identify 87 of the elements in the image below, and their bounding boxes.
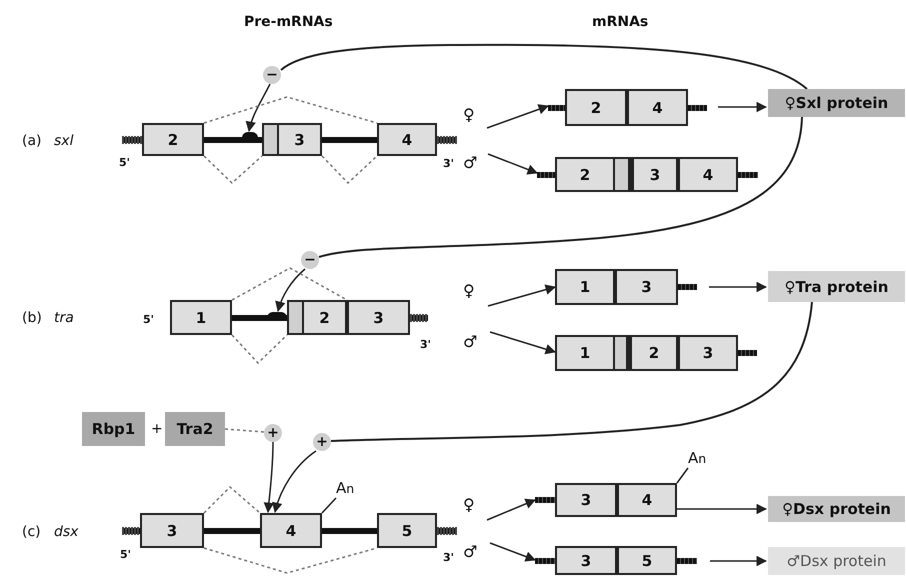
mrna-strand bbox=[535, 483, 677, 517]
arrow bbox=[246, 84, 271, 132]
end-label: 3' bbox=[443, 156, 454, 172]
arrow bbox=[272, 450, 316, 514]
regulation-curve bbox=[318, 116, 803, 258]
leader-line bbox=[321, 497, 337, 514]
exon-segment: 1 bbox=[555, 269, 615, 305]
protein-label: Tra2 bbox=[165, 412, 225, 446]
arrow bbox=[486, 104, 549, 129]
male-symbol: ♂ bbox=[463, 334, 478, 350]
exon-box: 1 bbox=[170, 300, 232, 335]
male-symbol: ♂ bbox=[463, 155, 478, 171]
splice-line bbox=[204, 96, 378, 124]
arrow bbox=[490, 542, 536, 562]
regulator-sign: − bbox=[301, 251, 319, 269]
mrna-strand bbox=[555, 269, 697, 305]
mrna-strand bbox=[555, 335, 757, 371]
regulator-sign: − bbox=[263, 66, 281, 84]
end-label: 5' bbox=[119, 155, 130, 171]
gene-name: tra bbox=[54, 310, 74, 326]
protein-label: Rbp1 bbox=[82, 412, 145, 446]
protein-label: ♀Dsx protein bbox=[768, 496, 905, 522]
exon-segment: 2 bbox=[555, 157, 615, 192]
exon-box: 4 bbox=[260, 513, 322, 548]
panel-letter: (b) bbox=[22, 310, 42, 326]
panel-letter: (c) bbox=[22, 524, 41, 540]
splice-line bbox=[203, 155, 262, 184]
end-label: 3' bbox=[420, 337, 432, 353]
end-label: 5' bbox=[143, 312, 154, 328]
column-heading: mRNAs bbox=[592, 14, 648, 30]
female-symbol: ♀ bbox=[463, 107, 475, 123]
female-symbol: ♀ bbox=[463, 283, 475, 299]
mrna-strand bbox=[548, 89, 707, 126]
exon-segment: 4 bbox=[627, 89, 688, 126]
plus-sign: + bbox=[151, 421, 163, 437]
protein-label: ♀Sxl protein bbox=[768, 89, 905, 117]
arrow bbox=[488, 284, 556, 307]
exon-box: 2 bbox=[287, 300, 347, 335]
splice-line bbox=[232, 267, 348, 301]
female-symbol: ♀ bbox=[463, 497, 475, 513]
mrna-strand bbox=[535, 546, 697, 575]
exon-box: 4 bbox=[377, 123, 437, 156]
arrow bbox=[677, 504, 768, 514]
regulation-curve bbox=[280, 44, 808, 90]
splice-line bbox=[203, 486, 260, 514]
arrow bbox=[486, 498, 536, 521]
exon-box: 3 bbox=[262, 123, 322, 156]
protein-label: ♀Tra protein bbox=[768, 271, 905, 302]
arrow bbox=[488, 153, 538, 174]
panel-letter: (a) bbox=[22, 133, 42, 149]
male-symbol: ♂ bbox=[463, 544, 478, 560]
exon-segment: 4 bbox=[617, 483, 677, 517]
exon-segment: 5 bbox=[617, 546, 677, 575]
protein-label: ♂Dsx protein bbox=[768, 547, 905, 575]
exon-segment: 1 bbox=[555, 335, 615, 371]
exon-box: 2 bbox=[142, 123, 204, 156]
regulator-sign: + bbox=[264, 424, 282, 442]
exon-box: 5 bbox=[377, 513, 437, 548]
regulator-sign: + bbox=[313, 433, 331, 451]
exon-segment: 3 bbox=[555, 483, 617, 517]
end-label: 5' bbox=[120, 547, 132, 563]
exon-segment: 4 bbox=[678, 157, 738, 192]
exon-segment: 2 bbox=[565, 89, 627, 126]
gene-name: sxl bbox=[54, 133, 74, 149]
end-label: 3' bbox=[443, 550, 454, 566]
exon-segment: 3 bbox=[615, 269, 678, 305]
exon-segment: 2 bbox=[630, 335, 678, 371]
leader-line bbox=[676, 468, 689, 484]
column-heading: Pre-mRNAs bbox=[244, 14, 333, 30]
arrow bbox=[710, 556, 768, 566]
connector-line bbox=[224, 428, 264, 433]
mrna-strand bbox=[537, 157, 758, 192]
arrow bbox=[709, 282, 768, 292]
arrow bbox=[490, 331, 556, 354]
exon-segment: 3 bbox=[555, 546, 617, 575]
arrow bbox=[276, 268, 306, 312]
exon-segment: 3 bbox=[632, 157, 678, 192]
exon-segment: 3 bbox=[678, 335, 738, 371]
regulation-curve bbox=[330, 302, 813, 442]
binding-site bbox=[242, 132, 258, 140]
gene-name: dsx bbox=[54, 524, 78, 540]
arrow bbox=[264, 442, 274, 514]
arrow bbox=[718, 102, 768, 112]
exon-box: 3 bbox=[140, 513, 204, 548]
splice-line bbox=[231, 334, 288, 364]
splice-line bbox=[321, 155, 378, 184]
exon-box: 3 bbox=[347, 300, 410, 335]
